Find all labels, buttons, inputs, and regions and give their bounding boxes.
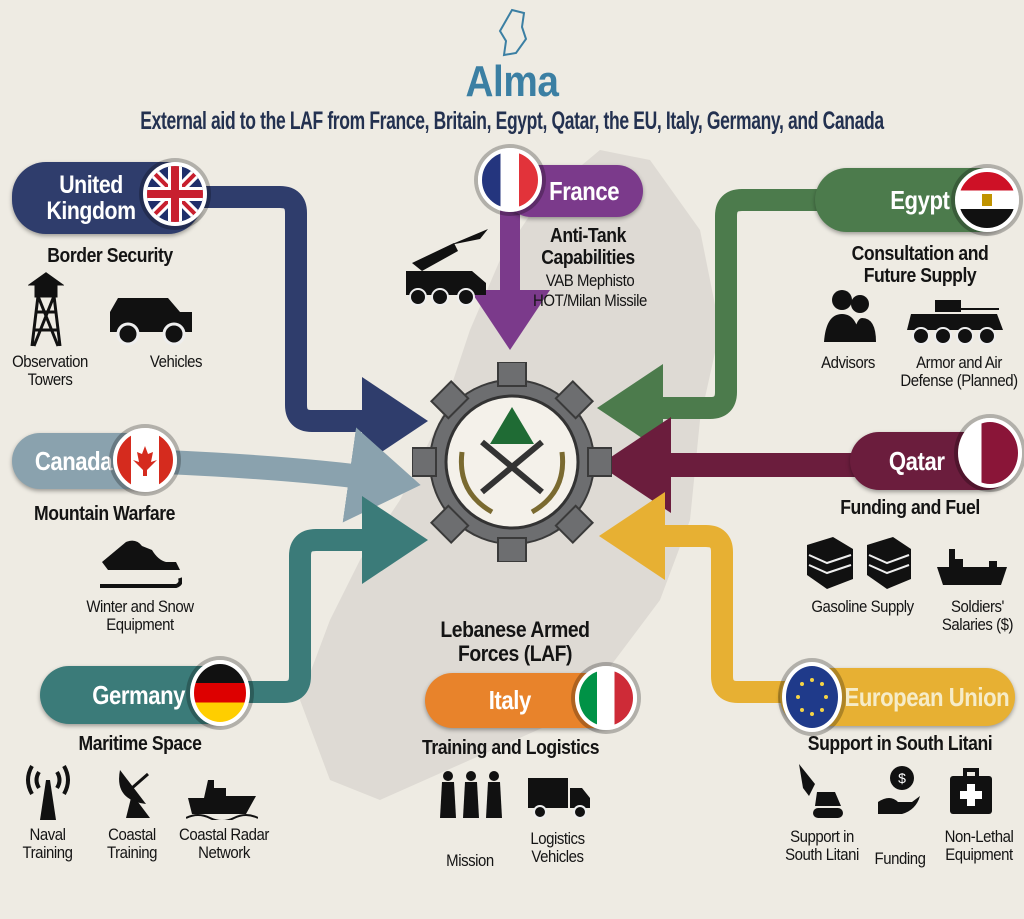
canada-arrow [164, 427, 421, 523]
qatar-flag-icon [958, 418, 1022, 488]
eu-item-south-litani: Support in South Litani [785, 827, 859, 865]
france-detail-missile: HOT/Milan Missile [533, 291, 647, 310]
uk-name: United Kingdom [46, 170, 136, 225]
missile-launcher-icon [406, 229, 488, 306]
armored-vehicle-icon [907, 300, 1003, 345]
italy-flag-icon [575, 666, 637, 730]
uk-item-towers: Observation Towers [12, 352, 88, 390]
uk-item-vehicles: Vehicles [149, 352, 203, 371]
satellite-dish-icon [119, 770, 150, 818]
snowmobile-icon [100, 540, 182, 588]
svg-text:$: $ [898, 770, 906, 786]
germany-item-radar: Coastal Radar Network [179, 825, 269, 863]
eu-flag-icon [782, 662, 842, 732]
germany-focus: Maritime Space [78, 733, 202, 755]
qatar-item-gasoline: Gasoline Supply [811, 597, 914, 616]
advisors-icon [824, 290, 876, 342]
eu-item-non-lethal: Non-Lethal Equipment [944, 827, 1014, 865]
egypt-item-advisors: Advisors [821, 353, 875, 372]
map-outline-icon [498, 8, 528, 57]
tanker-ship-icon [937, 549, 1007, 585]
canada-name: Canada [34, 445, 113, 476]
italy-focus: Training and Logistics [422, 737, 600, 759]
italy-item-logistics: Logistics Vehicles [530, 829, 585, 867]
uk-arrow [200, 186, 428, 465]
vehicle-icon [110, 298, 192, 346]
uk-focus: Border Security [47, 245, 173, 267]
laf-label: Lebanese Armed Forces (LAF) [440, 617, 590, 666]
germany-name: Germany [92, 679, 186, 710]
soldiers-icon [440, 771, 502, 818]
france-name: France [549, 175, 619, 206]
uk-flag-icon [143, 162, 207, 226]
laf-emblem-icon [412, 362, 612, 562]
egypt-name: Egypt [890, 184, 950, 215]
italy-item-mission: Mission [446, 851, 494, 870]
qatar-focus: Funding and Fuel [840, 497, 980, 519]
eu-focus: Support in South Litani [807, 733, 993, 755]
canada-focus: Mountain Warfare [34, 503, 175, 525]
medical-kit-icon [950, 768, 992, 814]
eu-item-funding: Funding [874, 849, 926, 868]
egypt-item-armor: Armor and Air Defense (Planned) [900, 353, 1018, 391]
egypt-focus: Consultation and Future Supply [851, 243, 989, 287]
excavator-icon [799, 764, 843, 818]
egypt-flag-icon [955, 168, 1019, 232]
logo-alma: Alma [465, 57, 559, 106]
france-detail-vab: VAB Mephisto [545, 271, 635, 290]
money-stack-icon [807, 537, 911, 589]
italy-name: Italy [488, 685, 532, 715]
qatar-name: Qatar [888, 445, 945, 476]
truck-icon [528, 778, 590, 819]
canada-item-winter: Winter and Snow Equipment [86, 597, 194, 635]
germany-flag-icon [190, 660, 250, 726]
germany-arrow [230, 496, 428, 703]
france-focus: Anti-Tank Capabilities [541, 225, 635, 269]
egypt-arrow [597, 189, 820, 452]
page-subtitle: External aid to the LAF from France, Bri… [140, 107, 884, 135]
france-flag-icon [478, 148, 542, 212]
radio-tower-icon [26, 765, 70, 820]
eu-arrow [599, 492, 790, 703]
funding-hand-icon: $ [878, 766, 920, 814]
eu-name: European Union [844, 681, 1010, 712]
patrol-boat-icon [186, 780, 258, 820]
observation-tower-icon [28, 272, 64, 347]
germany-item-naval: Naval Training [22, 825, 73, 863]
germany-item-coastal-training: Coastal Training [107, 825, 157, 863]
canada-flag-icon [113, 428, 177, 492]
qatar-item-salaries: Soldiers' Salaries ($) [941, 597, 1014, 635]
